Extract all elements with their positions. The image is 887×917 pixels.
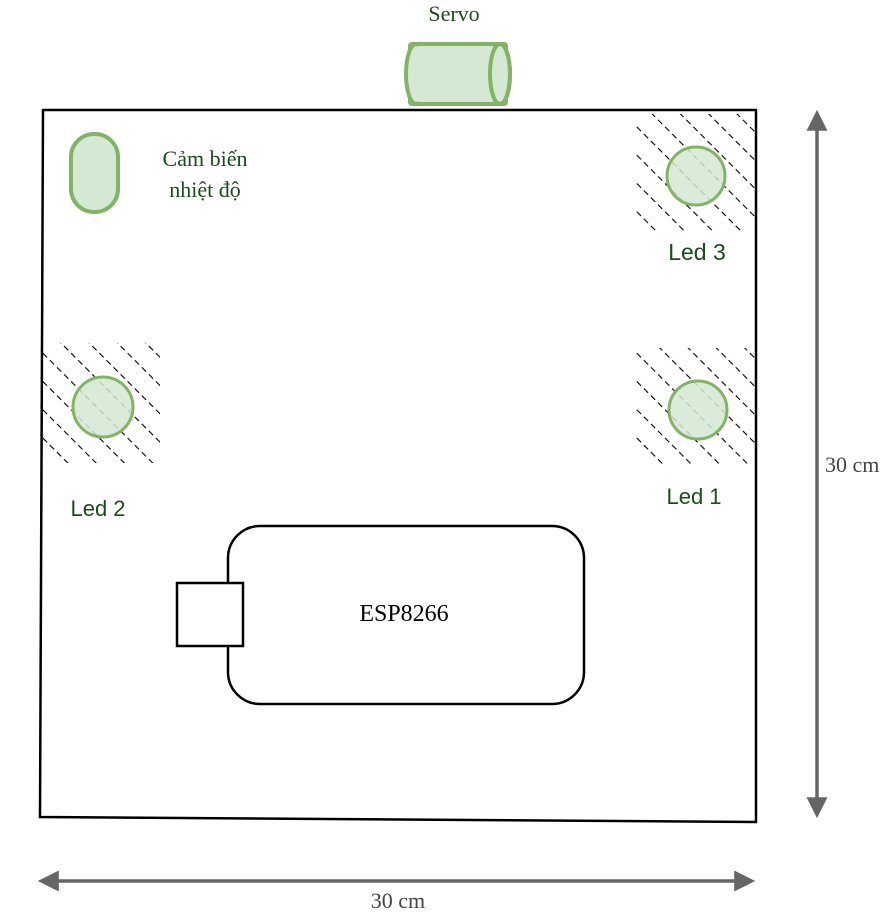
led1-label: Led 1 (666, 484, 721, 509)
esp8266-connector (175, 581, 245, 648)
width-dimension-label: 30 cm (371, 888, 425, 913)
led3-label: Led 3 (668, 239, 726, 265)
temperature-sensor (69, 132, 120, 214)
esp8266-label: ESP8266 (359, 601, 448, 627)
sensor-label-line1: Cảm biến (163, 146, 248, 171)
height-dimension-label: 30 cm (825, 452, 879, 477)
led2-circle (71, 375, 135, 439)
board-outline (38, 108, 758, 824)
servo-label: Servo (428, 1, 479, 26)
led1-circle (667, 379, 729, 441)
led3-circle (665, 145, 727, 207)
sensor-label-line2: nhiệt độ (169, 177, 241, 202)
servo-component (404, 42, 512, 106)
led2-label: Led 2 (70, 496, 125, 521)
